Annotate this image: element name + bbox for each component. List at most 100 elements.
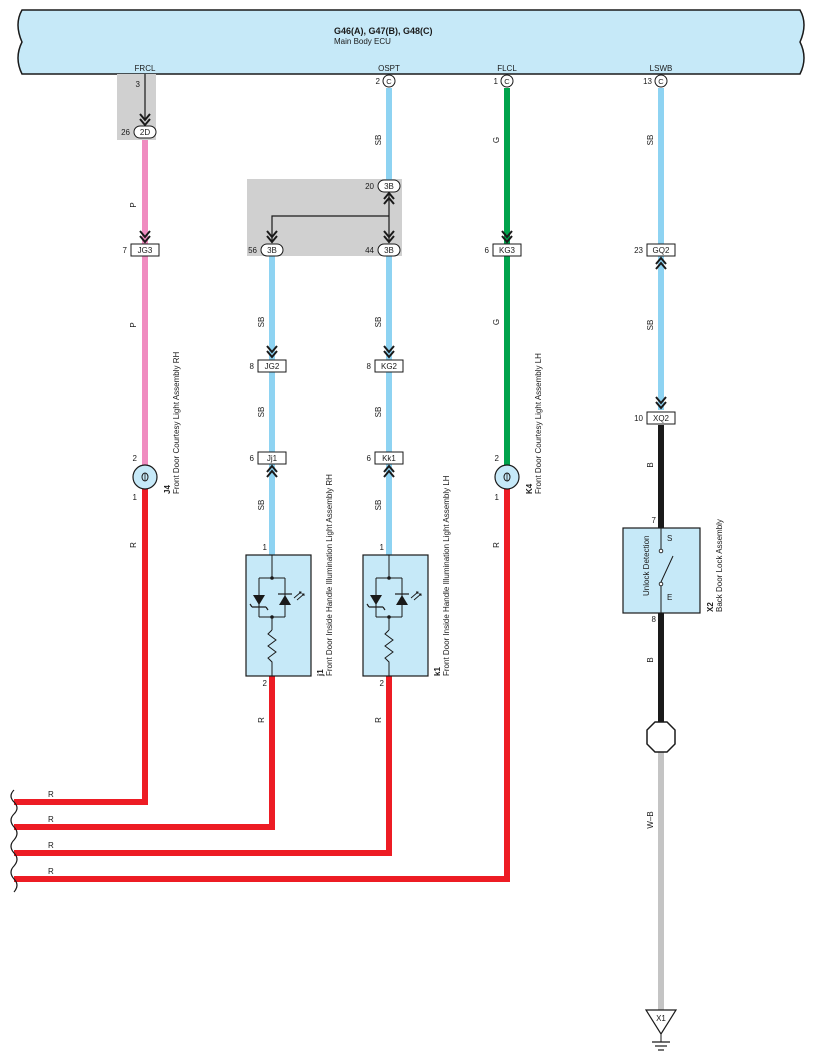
connector-2d-id: 2D <box>140 128 150 137</box>
x2-term-s: S <box>667 534 672 543</box>
wire-r-k1 <box>14 676 392 856</box>
chevron-xq2 <box>655 396 667 405</box>
x2-pin-top: 7 <box>652 516 657 525</box>
x2-switch-label: Unlock Detection <box>642 536 651 596</box>
svg-text:SB: SB <box>257 407 266 418</box>
ecu-pins: 3 C 2 C 1 C 13 <box>136 74 668 89</box>
connector-xq2-pin: 10 <box>634 414 643 423</box>
k4-name: Front Door Courtesy Light Assembly LH <box>534 353 543 494</box>
svg-text:R: R <box>129 542 138 548</box>
connector-gq2-pin: 23 <box>634 246 643 255</box>
chevron-gq2 <box>655 256 667 265</box>
svg-text:R: R <box>48 867 54 876</box>
svg-text:SB: SB <box>646 135 655 146</box>
chevron-jj1 <box>266 464 278 473</box>
j1-name: Front Door Inside Handle Illumination Li… <box>325 474 334 676</box>
j4-pin-top: 2 <box>133 454 138 463</box>
connector-kk1-pin: 6 <box>367 454 372 463</box>
svg-text:SB: SB <box>257 500 266 511</box>
wires <box>14 74 664 1010</box>
connector-kk1-id: Kk1 <box>382 454 396 463</box>
svg-text:R: R <box>48 815 54 824</box>
connector-2d-pin: 26 <box>121 128 130 137</box>
connector-jg2-id: JG2 <box>265 362 280 371</box>
k4-code: K4 <box>525 483 534 494</box>
component-j4: 2 1 J4 Front Door Courtesy Light Assembl… <box>132 352 181 502</box>
wire-3b-internal-rh <box>271 215 389 243</box>
j1-pin-top: 1 <box>263 543 268 552</box>
ecu-pin-lswb: 13 <box>643 77 652 86</box>
connector-3b20-pin: 20 <box>365 182 374 191</box>
connector-3b20-id: 3B <box>384 182 394 191</box>
oval-connectors: 2D 26 3B 20 3B 56 3B 44 <box>121 125 401 257</box>
k1-pin-bottom: 2 <box>380 679 385 688</box>
svg-text:W–B: W–B <box>646 811 655 828</box>
k1-code: k1 <box>433 667 442 676</box>
svg-text:P: P <box>129 202 138 207</box>
connector-kg3-id: KG3 <box>499 246 516 255</box>
ecu-signal-ospt: OSPT <box>378 64 400 73</box>
k1-name: Front Door Inside Handle Illumination Li… <box>442 475 451 676</box>
diode-icon <box>370 595 382 605</box>
junction-shade-3b <box>247 179 402 256</box>
svg-text:R: R <box>374 717 383 723</box>
svg-text:R: R <box>492 542 501 548</box>
diode-icon <box>253 595 265 605</box>
wire-r-j4 <box>14 485 148 805</box>
component-k4: 2 1 K4 Front Door Courtesy Light Assembl… <box>494 353 543 502</box>
j1-code: j1 <box>316 669 325 677</box>
x2-term-e: E <box>667 593 672 602</box>
svg-text:R: R <box>257 717 266 723</box>
switch-icon <box>660 555 674 583</box>
ground-x1: X1 <box>644 1009 678 1051</box>
svg-text:SB: SB <box>374 500 383 511</box>
component-k1: 1 2 k1 Front Door Inside Handle Illumina… <box>362 475 451 688</box>
chevron-jg3 <box>139 230 151 239</box>
connector-3b44-id: 3B <box>384 246 394 255</box>
chevron-kg3 <box>501 230 513 239</box>
connector-gq2-id: GQ2 <box>653 246 670 255</box>
chevron-kg2 <box>383 345 395 354</box>
ecu-pin-flcl: 1 <box>494 77 499 86</box>
svg-text:SB: SB <box>374 407 383 418</box>
ecu-connectors-label: G46(A), G47(B), G48(C) <box>334 26 433 36</box>
connector-chevrons <box>139 113 667 478</box>
connector-3b56-id: 3B <box>267 246 277 255</box>
svg-text:SB: SB <box>646 320 655 331</box>
chevron-3b-20 <box>383 191 395 200</box>
ecu-signal-flcl: FLCL <box>497 64 517 73</box>
svg-text:SB: SB <box>257 317 266 328</box>
j4-pin-bottom: 1 <box>133 493 138 502</box>
x2-code: X2 <box>706 602 715 612</box>
svg-text:P: P <box>129 322 138 327</box>
ecu-signal-lswb: LSWB <box>650 64 673 73</box>
j4-name: Front Door Courtesy Light Assembly RH <box>172 352 181 494</box>
chevron-2d <box>139 113 151 122</box>
component-x2: S E Unlock Detection 7 8 X2 Back Door Lo… <box>622 516 724 624</box>
ecu-signal-frcl: FRCL <box>135 64 156 73</box>
led-icon <box>396 595 408 605</box>
k4-pin-bottom: 1 <box>495 493 500 502</box>
ground-id: X1 <box>656 1014 666 1023</box>
x2-name: Back Door Lock Assembly <box>715 519 724 612</box>
main-body-ecu: G46(A), G47(B), G48(C) Main Body ECU FRC… <box>17 9 805 75</box>
chevron-jg2 <box>266 345 278 354</box>
chevron-3b-44 <box>383 230 395 239</box>
ground-point-icon <box>644 1009 678 1036</box>
component-j1: 1 2 j1 Front Door Inside Handle Illumina… <box>245 474 334 688</box>
ecu-pin-letter-flcl: C <box>504 77 510 86</box>
resistor-icon <box>267 629 277 676</box>
shield-junction-icon <box>646 721 676 753</box>
chevron-3b-56 <box>266 230 278 239</box>
svg-text:SB: SB <box>374 317 383 328</box>
ecu-pin-ospt: 2 <box>376 77 381 86</box>
x2-pin-bottom: 8 <box>652 615 657 624</box>
svg-text:R: R <box>48 841 54 850</box>
j4-code: J4 <box>163 485 172 494</box>
wire-color-labels: P P R SB SB SB SB R SB SB SB R G G R SB … <box>129 135 655 829</box>
led-icon <box>279 595 291 605</box>
ecu-name-label: Main Body ECU <box>334 37 391 46</box>
continuation-labels: R R R R <box>48 790 54 876</box>
ecu-pin-frcl: 3 <box>136 80 141 89</box>
